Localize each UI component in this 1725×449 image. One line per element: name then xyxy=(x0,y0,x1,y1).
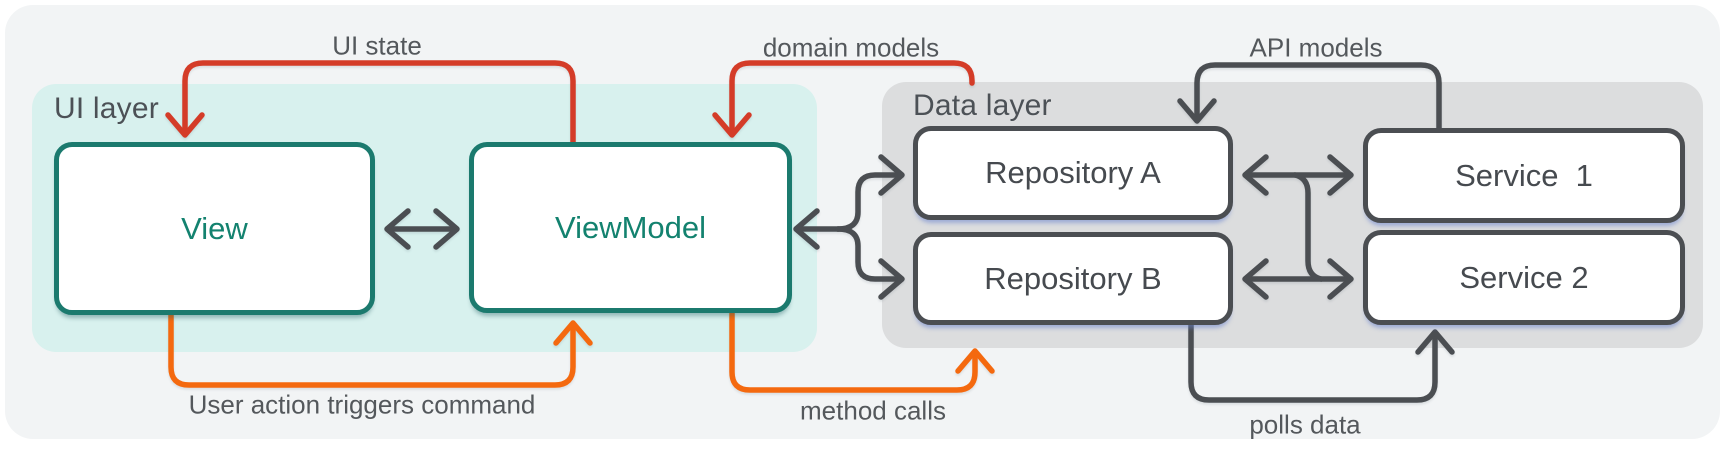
node-view: View xyxy=(54,142,375,315)
node-repository-b-label: Repository B xyxy=(984,260,1162,296)
api-models-label: API models xyxy=(1249,32,1383,63)
node-repository-b: Repository B xyxy=(913,232,1233,325)
ui-state-label: UI state xyxy=(332,30,422,61)
node-service-2: Service 2 xyxy=(1363,230,1685,325)
data-layer-title: Data layer xyxy=(913,89,1052,122)
domain-models-label: domain models xyxy=(762,32,940,63)
diagram-canvas: UI layer Data layer xyxy=(5,5,1720,440)
node-service-2-label: Service 2 xyxy=(1459,259,1589,295)
node-repository-a-label: Repository A xyxy=(985,155,1161,190)
node-viewmodel: ViewModel xyxy=(469,142,792,313)
node-view-label: View xyxy=(181,210,248,246)
ui-layer-title: UI layer xyxy=(54,92,159,125)
polls-data-label: polls data xyxy=(1249,409,1361,440)
node-service-1-label: Service 1 xyxy=(1455,157,1593,193)
method-calls-label: method calls xyxy=(800,395,946,426)
user-action-label: User action triggers command xyxy=(188,389,536,420)
node-repository-a: Repository A xyxy=(913,126,1233,220)
node-viewmodel-label: ViewModel xyxy=(554,209,707,245)
node-service-1: Service 1 xyxy=(1363,128,1685,223)
